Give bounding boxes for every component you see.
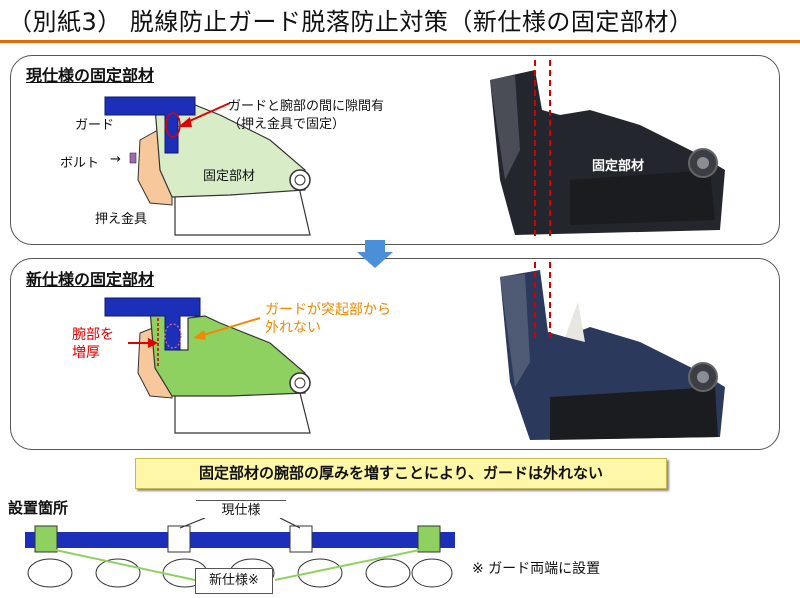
title-underline bbox=[0, 40, 800, 43]
new-callout-line2: 外れない bbox=[265, 320, 321, 336]
current-spec-diagram bbox=[104, 96, 311, 236]
new-spec-diagram bbox=[104, 297, 311, 434]
current-guard-t bbox=[104, 96, 196, 154]
bracket-new-left bbox=[34, 525, 58, 553]
current-photo bbox=[490, 60, 725, 240]
current-callout-line2: （押え金具で固定） bbox=[228, 117, 346, 132]
label-bolt: ボルト bbox=[60, 156, 100, 171]
summary-banner: 固定部材の腕部の厚みを増すことにより、ガードは外れない bbox=[135, 458, 667, 489]
bracket-current-1 bbox=[167, 525, 191, 553]
new-spec-label: 新仕様※ bbox=[195, 568, 273, 594]
new-callout-line1: ガードが突起部から bbox=[265, 302, 391, 318]
current-gap-mark bbox=[165, 112, 181, 138]
label-guard: ガード bbox=[75, 118, 115, 133]
bracket-new-right bbox=[417, 525, 441, 553]
transition-arrow bbox=[357, 240, 393, 268]
label-bolt-arrow: → bbox=[110, 152, 121, 167]
page-title: （別紙3） 脱線防止ガード脱落防止対策（新仕様の固定部材） bbox=[8, 8, 694, 36]
arm-thickened-line1: 腕部を bbox=[72, 327, 114, 343]
label-holder: 押え金具 bbox=[95, 212, 148, 227]
location-note: ※ ガード両端に設置 bbox=[472, 561, 601, 577]
photo-label-fixing: 固定部材 bbox=[592, 159, 645, 174]
bracket-current-2 bbox=[289, 525, 313, 553]
new-guard-t bbox=[104, 297, 201, 351]
label-fixing-part: 固定部材 bbox=[203, 169, 256, 184]
girder-beam bbox=[25, 532, 455, 548]
current-spec-heading: 現仕様の固定部材 bbox=[26, 66, 155, 85]
location-heading: 設置箇所 bbox=[8, 499, 69, 517]
arm-thickened-line2: 増厚 bbox=[72, 345, 100, 361]
current-spec-label: 現仕様 bbox=[196, 500, 286, 521]
current-callout-line1: ガードと腕部の間に隙間有 bbox=[228, 99, 385, 114]
new-photo bbox=[500, 262, 725, 440]
new-spec-heading: 新仕様の固定部材 bbox=[26, 270, 155, 289]
current-side-bolt bbox=[129, 152, 137, 164]
